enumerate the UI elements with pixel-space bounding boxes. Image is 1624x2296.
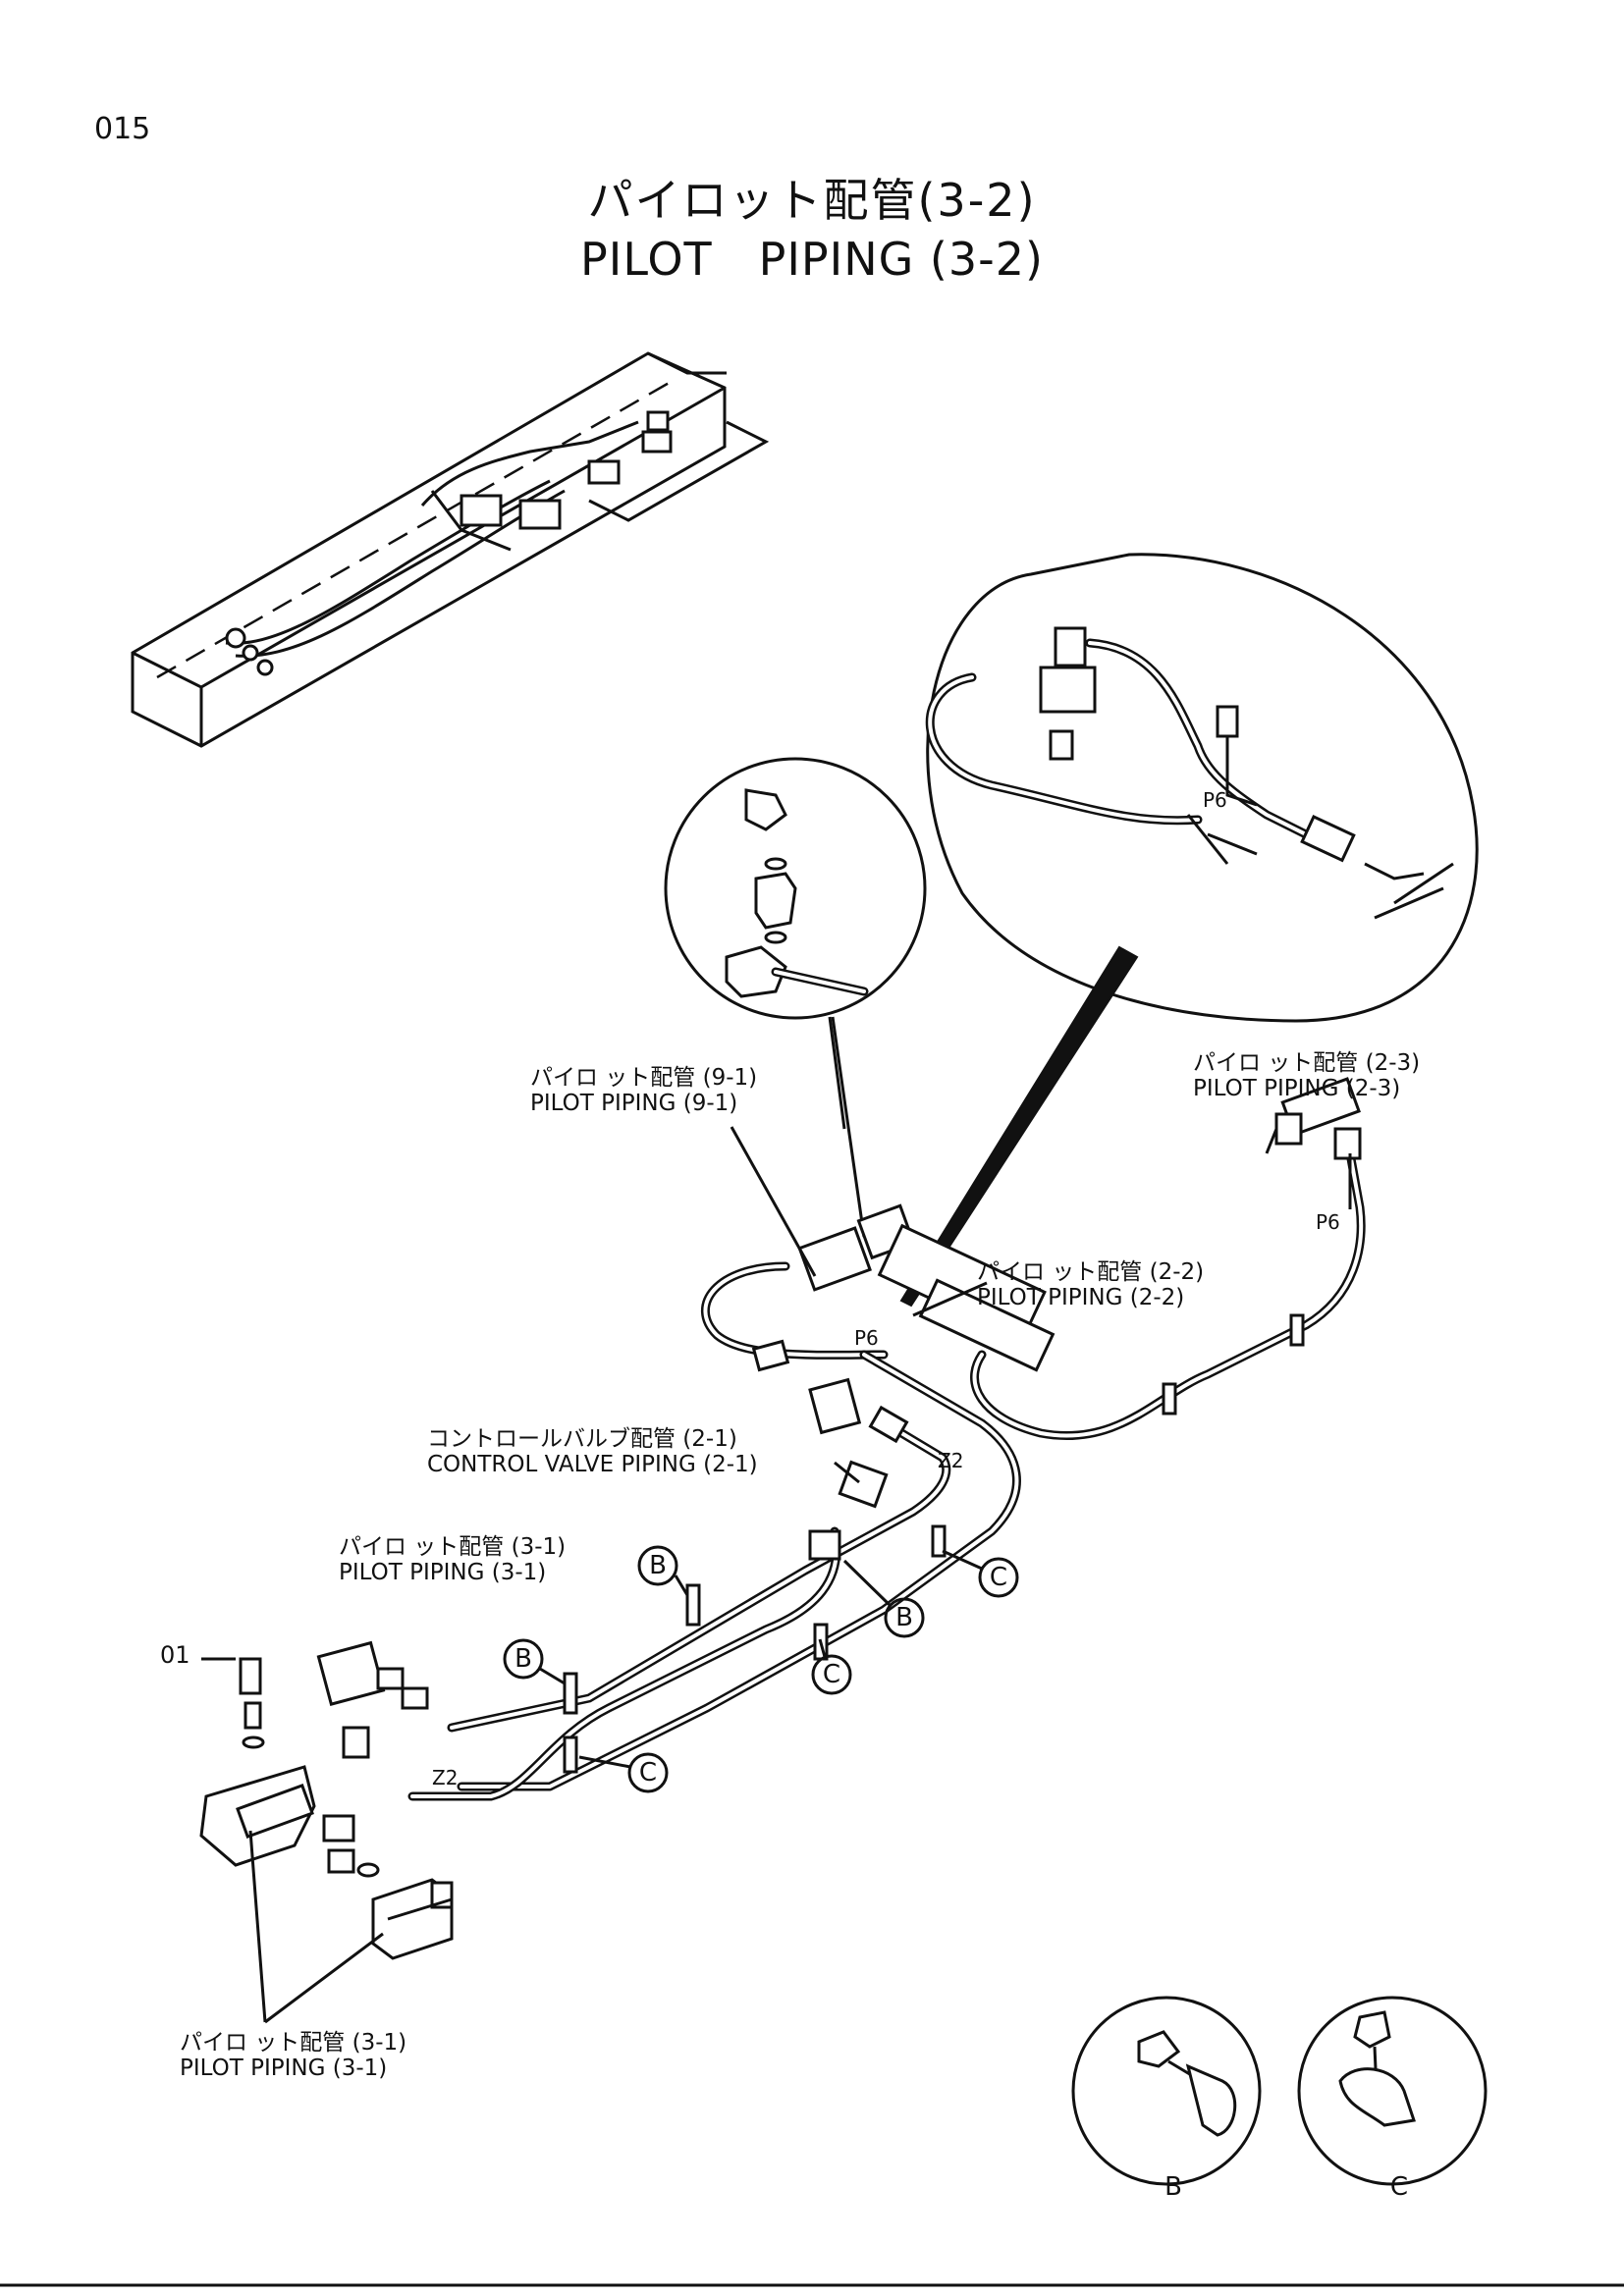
label-pilot-piping-3-1-upper: パイロ ット配管 (3-1) PILOT PIPING (3-1) xyxy=(339,1534,566,1586)
label-pilot-piping-3-1-lower: パイロ ット配管 (3-1) PILOT PIPING (3-1) xyxy=(180,2030,406,2082)
lower-left-valves: Z2 xyxy=(199,1640,458,2024)
detail-oval-valve: P6 xyxy=(899,553,1479,1308)
part-number-01: 01 xyxy=(160,1641,190,1669)
valve-2-3: P6 xyxy=(1265,1077,1362,1234)
callout-b-2: B xyxy=(514,1644,532,1674)
page-number: 015 xyxy=(94,112,151,146)
label-jp: パイロ ット配管 (2-3) xyxy=(1193,1050,1421,1076)
port-label-z2-upper: Z2 xyxy=(938,1449,963,1472)
detail-label-b: B xyxy=(1164,2172,1182,2202)
detail-label-c: C xyxy=(1390,2172,1408,2202)
label-jp: コントロールバルブ配管 (2-1) xyxy=(427,1426,737,1452)
label-en: PILOT PIPING (9-1) xyxy=(530,1091,738,1117)
detail-circle-fittings xyxy=(664,757,927,1238)
port-label-p6-center: P6 xyxy=(854,1326,879,1350)
label-pilot-piping-2-3: パイロ ット配管 (2-3) PILOT PIPING (2-3) xyxy=(1193,1050,1420,1102)
page-title-english: PILOT PIPING (3-2) xyxy=(580,233,1044,286)
label-pilot-piping-9-1: パイロ ット配管 (9-1) PILOT PIPING (9-1) xyxy=(530,1065,757,1117)
machine-overview xyxy=(131,351,770,748)
label-jp: パイロ ット配管 (2-2) xyxy=(977,1259,1205,1285)
label-leaders xyxy=(730,1126,1352,1484)
label-en: PILOT PIPING (3-1) xyxy=(180,2056,388,2082)
label-jp: パイロ ット配管 (3-1) xyxy=(339,1534,567,1560)
detail-clamp-c: C xyxy=(1297,1996,1488,2202)
label-en: PILOT PIPING (2-2) xyxy=(977,1285,1185,1311)
detail-clamp-b: B xyxy=(1071,1996,1262,2202)
callout-b-1: B xyxy=(649,1551,667,1580)
label-en: CONTROL VALVE PIPING (2-1) xyxy=(427,1452,758,1478)
oval-port-p6: P6 xyxy=(1203,788,1227,812)
label-pilot-piping-2-2: パイロ ット配管 (2-2) PILOT PIPING (2-2) xyxy=(977,1259,1204,1311)
page-title-japanese: パイロット配管(3-2) xyxy=(587,174,1037,227)
label-jp: パイロ ット配管 (3-1) xyxy=(180,2030,407,2056)
main-piping: P6 Z2 xyxy=(407,1148,1366,1801)
callout-circles: B B B C C C xyxy=(503,1545,1019,1793)
label-en: PILOT PIPING (2-3) xyxy=(1193,1076,1401,1102)
callout-c-3: C xyxy=(639,1758,657,1788)
label-en: PILOT PIPING (3-1) xyxy=(339,1560,547,1586)
port-label-z2-lower: Z2 xyxy=(432,1766,458,1789)
callout-c-2: C xyxy=(823,1660,840,1689)
label-control-valve-piping-2-1: コントロールバルブ配管 (2-1) CONTROL VALVE PIPING (… xyxy=(427,1426,758,1478)
label-jp: パイロ ット配管 (9-1) xyxy=(530,1065,758,1091)
port-label-p6-right: P6 xyxy=(1316,1210,1340,1234)
callout-b-3: B xyxy=(895,1603,913,1632)
callout-c-1: C xyxy=(990,1563,1007,1592)
